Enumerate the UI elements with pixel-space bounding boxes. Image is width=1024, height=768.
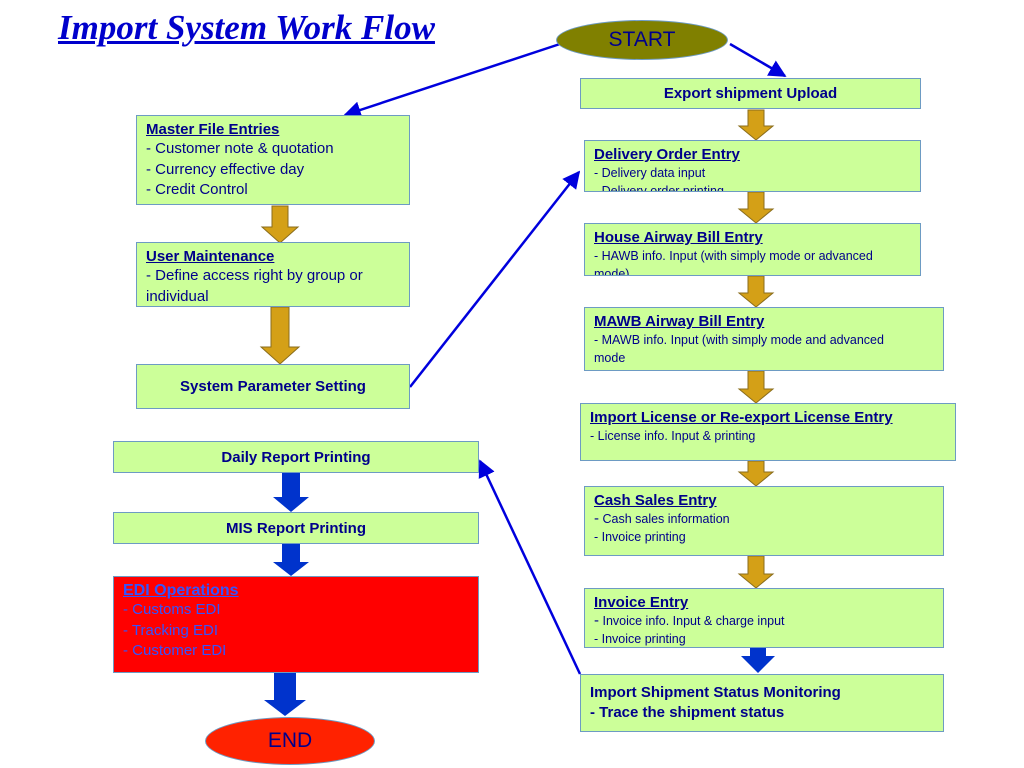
mawb-line-1: - MAWB info. Input (with simply mode and…: [594, 333, 884, 347]
gold-arrow-master-to-user: [260, 205, 300, 244]
gold-arrow-user-to-parameter: [259, 306, 301, 365]
blue-arrow-edi-to-end: [264, 673, 306, 716]
mawb-heading: MAWB Airway Bill Entry: [594, 313, 765, 330]
cash-sales-line-1: - Cash sales information: [594, 510, 934, 528]
user-maintenance-heading: User Maintenance: [146, 248, 275, 265]
connector-start-to-master: [343, 40, 567, 119]
blue-arrow-invoice-to-monitoring: [741, 640, 775, 673]
edi-line-2: - Tracking EDI: [123, 621, 219, 639]
status-monitoring-box: Import Shipment Status Monitoring - Trac…: [580, 674, 944, 732]
gold-arrow-delivery-to-hawb: [737, 191, 775, 224]
invoice-line-1-text: Invoice info. Input & charge input: [599, 614, 785, 628]
gold-arrow-hawb-to-mawb: [737, 275, 775, 308]
connector-monitoring-to-daily: [478, 459, 582, 675]
start-label: START: [608, 28, 676, 51]
gold-arrow-mawb-to-license: [737, 370, 775, 404]
blue-arrow-mis-to-edi: [273, 544, 309, 576]
status-monitoring-line-2: - Trace the shipment status: [590, 704, 785, 721]
delivery-order-heading: Delivery Order Entry: [594, 146, 740, 163]
import-license-box: Import License or Re-export License Entr…: [580, 403, 956, 461]
cash-sales-line-1-text: Cash sales information: [599, 512, 730, 526]
import-license-heading: Import License or Re-export License Entr…: [590, 409, 893, 426]
master-file-line-2: - Currency effective day: [146, 160, 305, 178]
invoice-line-2: - Invoice printing: [594, 632, 686, 646]
user-maintenance-line-2: individual: [146, 287, 209, 305]
master-file-heading: Master File Entries: [146, 121, 280, 138]
end-node: END: [205, 717, 375, 765]
hawb-heading: House Airway Bill Entry: [594, 229, 763, 246]
mis-report-box: MIS Report Printing: [113, 512, 479, 544]
user-maintenance-box: User Maintenance - Define access right b…: [136, 242, 410, 307]
gold-arrow-license-to-cash: [737, 460, 775, 487]
daily-report-label: Daily Report Printing: [221, 448, 371, 466]
connector-start-to-export: [729, 42, 787, 78]
invoice-dash: -: [594, 612, 599, 629]
hawb-line-2: mode): [594, 267, 630, 276]
mawb-line-2: mode: [594, 351, 626, 365]
hawb-line-1: - HAWB info. Input (with simply mode or …: [594, 249, 873, 263]
end-label: END: [267, 729, 313, 752]
cash-sales-dash: -: [594, 510, 599, 527]
edi-line-3: - Customer EDI: [123, 642, 227, 659]
delivery-order-line-2: - Delivery order printing: [594, 184, 724, 192]
gold-arrow-export-to-delivery: [737, 109, 775, 141]
edi-operations-box: EDI Operations - Customs EDI - Tracking …: [113, 576, 479, 673]
delivery-order-line-1: - Delivery data input: [594, 166, 706, 180]
invoice-box: Invoice Entry - Invoice info. Input & ch…: [584, 588, 944, 648]
gold-arrow-cash-to-invoice: [737, 555, 775, 589]
import-license-line-1: - License info. Input & printing: [590, 429, 756, 443]
edi-operations-heading: EDI Operations: [123, 582, 239, 599]
start-node: START: [556, 20, 728, 60]
delivery-order-box: Delivery Order Entry - Delivery data inp…: [584, 140, 921, 192]
export-upload-box: Export shipment Upload: [580, 78, 921, 109]
mawb-box: MAWB Airway Bill Entry - MAWB info. Inpu…: [584, 307, 944, 371]
edi-line-1: - Customs EDI: [123, 601, 221, 618]
master-file-entries-box: Master File Entries - Customer note & qu…: [136, 115, 410, 205]
blue-arrow-daily-to-mis: [273, 473, 309, 512]
cash-sales-box: Cash Sales Entry - Cash sales informatio…: [584, 486, 944, 556]
system-parameter-box: System Parameter Setting: [136, 364, 410, 409]
cash-sales-heading: Cash Sales Entry: [594, 492, 717, 509]
cash-sales-line-2: - Invoice printing: [594, 530, 686, 544]
daily-report-box: Daily Report Printing: [113, 441, 479, 473]
user-maintenance-line-1: - Define access right by group or: [146, 267, 363, 284]
invoice-heading: Invoice Entry: [594, 594, 689, 611]
master-file-line-1: - Customer note & quotation: [146, 140, 334, 157]
status-monitoring-line-1: Import Shipment Status Monitoring: [590, 684, 841, 701]
hawb-box: House Airway Bill Entry - HAWB info. Inp…: [584, 223, 921, 276]
export-upload-label: Export shipment Upload: [663, 85, 838, 102]
master-file-line-3: - Credit Control: [146, 181, 248, 198]
system-parameter-label: System Parameter Setting: [180, 378, 366, 395]
invoice-line-1: - Invoice info. Input & charge input: [594, 612, 934, 630]
page-title: Import System Work Flow: [58, 8, 435, 47]
connector-parameter-to-delivery: [409, 170, 581, 388]
mis-report-label: MIS Report Printing: [226, 519, 366, 537]
